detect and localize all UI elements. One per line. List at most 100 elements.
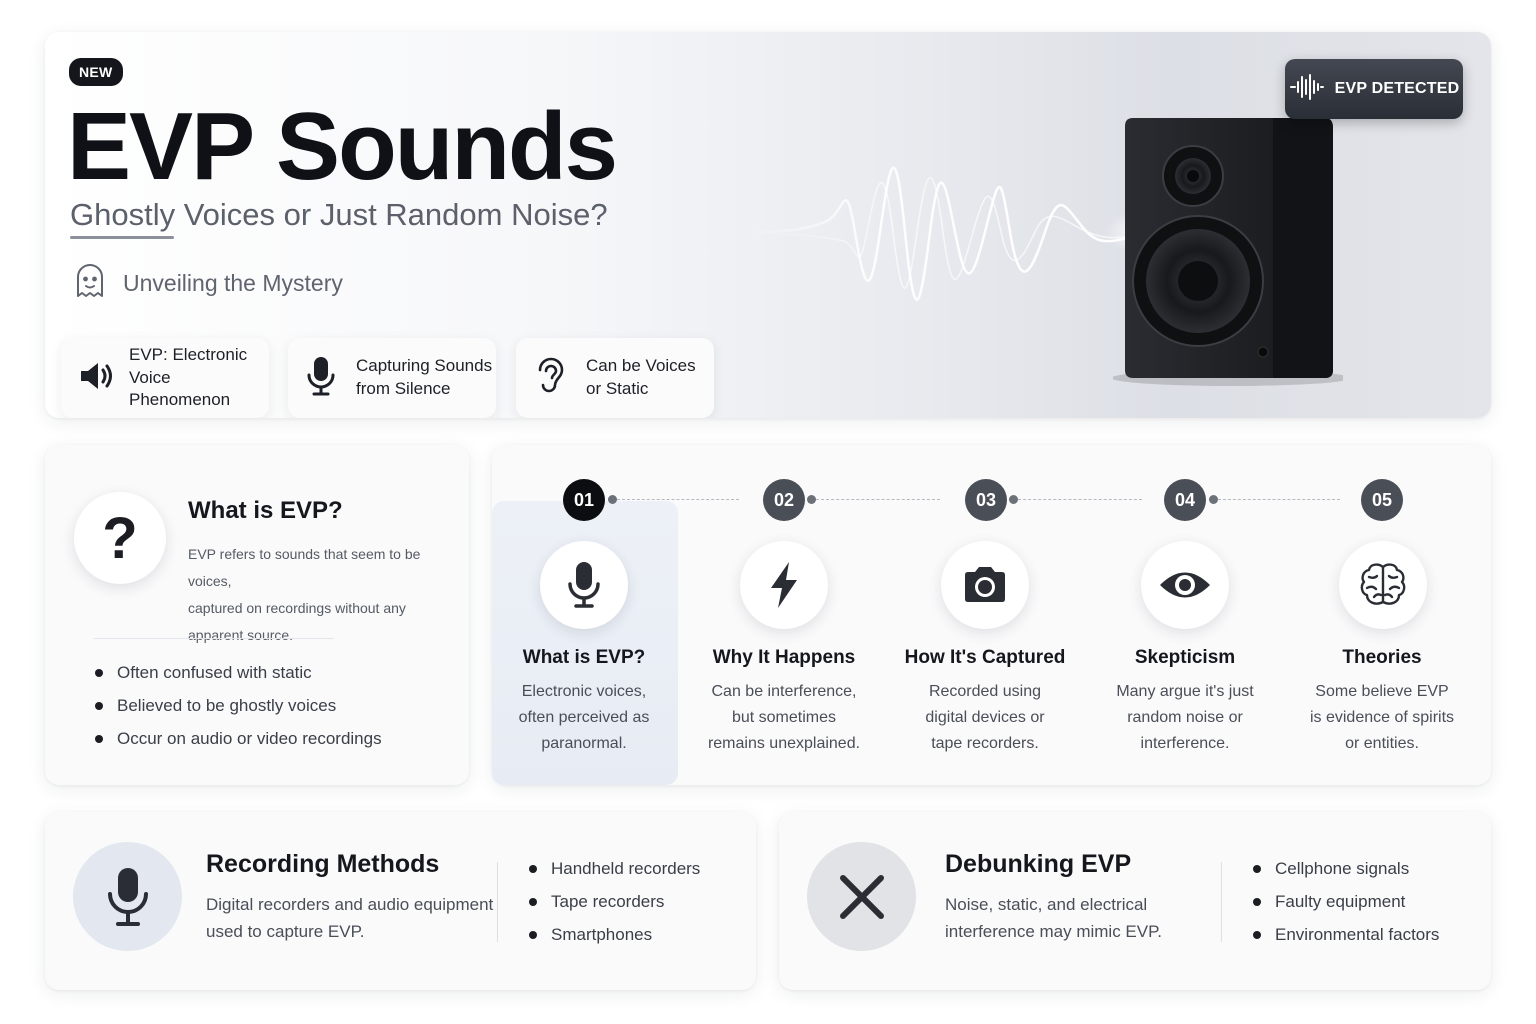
- eye-icon: [1141, 541, 1229, 629]
- list-item-text: Handheld recorders: [551, 858, 701, 878]
- feature-line2: or Static: [586, 379, 649, 398]
- desc-line: interference may mimic EVP.: [945, 922, 1162, 941]
- desc-line: remains unexplained.: [707, 735, 861, 752]
- connector-dot: [807, 495, 816, 504]
- recording-description: Digital recorders and audio equipment us…: [206, 891, 493, 945]
- list-item: Often confused with static: [95, 656, 382, 689]
- step-description: Can be interference, but sometimes remai…: [684, 679, 884, 757]
- x-icon: [807, 842, 916, 951]
- desc-line: interference.: [1140, 735, 1230, 752]
- waveform-icon: [1289, 73, 1325, 105]
- speaker-illustration: [1111, 116, 1351, 391]
- desc-line: paranormal.: [541, 735, 627, 752]
- microphone-icon: [73, 842, 182, 951]
- divider: [94, 638, 334, 639]
- what-bullet-list: Often confused with static Believed to b…: [95, 656, 382, 755]
- desc-line: Can be interference,: [711, 683, 857, 700]
- list-item-text: Believed to be ghostly voices: [117, 695, 337, 715]
- desc-line: Many argue it's just: [1116, 683, 1254, 700]
- feature-card-voices: Can be Voices or Static: [516, 338, 714, 418]
- divider: [497, 862, 498, 942]
- connector-dot: [1209, 495, 1218, 504]
- bullet-dot: [529, 897, 537, 906]
- microphone-icon: [304, 355, 338, 402]
- list-item-text: Occur on audio or video recordings: [117, 728, 382, 748]
- bullet-dot: [529, 930, 537, 939]
- list-item-text: Cellphone signals: [1275, 858, 1410, 878]
- evp-detected-badge: EVP DETECTED: [1285, 59, 1463, 119]
- what-title: What is EVP?: [188, 497, 343, 524]
- brain-icon: [1339, 541, 1427, 629]
- step-connector: [1018, 499, 1142, 500]
- bullet-dot: [95, 668, 103, 677]
- sound-wave-illustration: [744, 112, 1185, 357]
- bullet-dot: [1253, 864, 1261, 873]
- bullet-dot: [1253, 897, 1261, 906]
- bullet-dot: [1253, 930, 1261, 939]
- desc-line: often perceived as: [518, 709, 650, 726]
- list-item: Handheld recorders: [529, 852, 700, 885]
- bullet-dot: [529, 864, 537, 873]
- camera-icon: [941, 541, 1029, 629]
- recording-bullet-list: Handheld recorders Tape recorders Smartp…: [529, 852, 700, 951]
- debunking-title: Debunking EVP: [945, 850, 1132, 878]
- speaker-icon: [77, 357, 115, 400]
- microphone-icon: [540, 541, 628, 629]
- list-item: Believed to be ghostly voices: [95, 689, 382, 722]
- list-item: Tape recorders: [529, 885, 700, 918]
- step-connector: [1218, 499, 1340, 500]
- debunking-description: Noise, static, and electrical interferen…: [945, 891, 1162, 945]
- ghost-icon: [69, 260, 111, 307]
- list-item-text: Smartphones: [551, 924, 653, 944]
- step-description: Many argue it's just random noise or int…: [1085, 679, 1285, 757]
- step-number-1: 01: [563, 479, 605, 521]
- bullet-dot: [95, 701, 103, 710]
- feature-line2: from Silence: [356, 379, 451, 398]
- list-item: Cellphone signals: [1253, 852, 1439, 885]
- step-description: Recorded using digital devices or tape r…: [885, 679, 1085, 757]
- list-item: Faulty equipment: [1253, 885, 1439, 918]
- debunking-evp-card: Debunking EVP Noise, static, and electri…: [779, 812, 1491, 990]
- desc-line: apparent source.: [188, 627, 294, 643]
- desc-line: tape recorders.: [931, 735, 1039, 752]
- step-connector: [816, 499, 940, 500]
- feature-card-capturing: Capturing Sounds from Silence: [288, 338, 496, 418]
- list-item-text: Tape recorders: [551, 891, 665, 911]
- list-item-text: Environmental factors: [1275, 924, 1440, 944]
- step-description: Some believe EVP is evidence of spirits …: [1282, 679, 1482, 757]
- list-item: Environmental factors: [1253, 918, 1439, 951]
- step-description: Electronic voices, often perceived as pa…: [484, 679, 684, 757]
- feature-card-evp: EVP: Electronic Voice Phenomenon: [61, 338, 269, 418]
- step-title: Why It Happens: [712, 647, 856, 668]
- recording-title: Recording Methods: [206, 850, 440, 878]
- list-item-text: Faulty equipment: [1275, 891, 1406, 911]
- question-mark-icon: ?: [74, 492, 166, 584]
- desc-line: EVP refers to sounds that seem to be voi…: [188, 546, 421, 589]
- hero-tagline: Unveiling the Mystery: [69, 260, 343, 307]
- step-number-4: 04: [1164, 479, 1206, 521]
- ear-icon: [532, 355, 568, 402]
- list-item-text: Often confused with static: [117, 662, 312, 682]
- desc-line: Recorded using: [928, 683, 1042, 700]
- step-number-2: 02: [763, 479, 805, 521]
- feature-line1: EVP: Electronic: [129, 344, 248, 364]
- list-item: Smartphones: [529, 918, 700, 951]
- step-title: Skepticism: [1134, 647, 1236, 668]
- page-subtitle: Ghostly Voices or Just Random Noise?: [70, 197, 608, 232]
- new-badge: NEW: [69, 58, 123, 86]
- desc-line: Digital recorders and audio equipment: [206, 895, 494, 914]
- feature-line2: Voice Phenomenon: [129, 367, 231, 410]
- page-title: EVP Sounds: [67, 93, 618, 200]
- desc-line: is evidence of spirits: [1309, 709, 1455, 726]
- step-title: Theories: [1342, 647, 1422, 668]
- feature-line1: Can be Voices: [586, 356, 696, 376]
- step-connector: [617, 499, 739, 500]
- evp-detected-text: EVP DETECTED: [1334, 80, 1460, 97]
- desc-line: but sometimes: [731, 709, 837, 726]
- divider: [1221, 862, 1222, 942]
- desc-line: digital devices or: [925, 709, 1045, 726]
- evp-steps-card: 01 What is EVP? Electronic voices, often…: [492, 445, 1491, 785]
- step-number-3: 03: [965, 479, 1007, 521]
- desc-line: Electronic voices,: [521, 683, 647, 700]
- desc-line: used to capture EVP.: [206, 922, 365, 941]
